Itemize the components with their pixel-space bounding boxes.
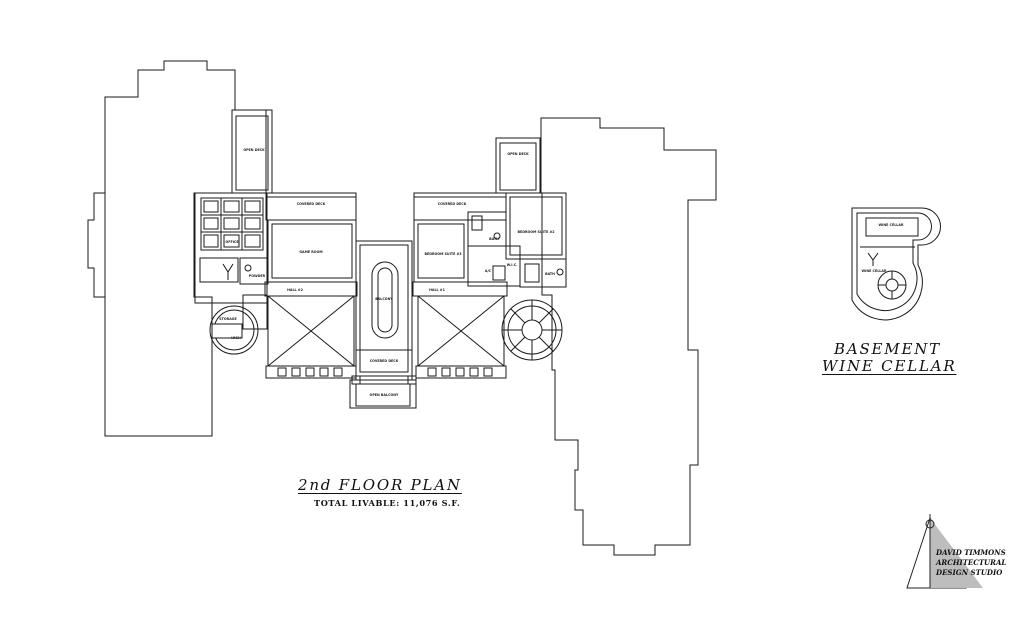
label-covered-deck-right: COVERED DECK bbox=[438, 202, 467, 206]
label-open-deck-left: OPEN DECK bbox=[243, 148, 265, 152]
label-wine-cellar-2: WINE CELLAR bbox=[862, 269, 887, 273]
hall-right bbox=[412, 281, 508, 297]
wine-cellar-title: WINE CELLAR bbox=[822, 357, 957, 375]
bedroom-suite-3 bbox=[413, 219, 469, 283]
label-high: HIGH bbox=[231, 336, 241, 340]
basement-title: BASEMENT bbox=[834, 340, 941, 358]
hall-left bbox=[264, 281, 358, 297]
balcony-pool bbox=[371, 261, 399, 339]
center-spine bbox=[355, 240, 413, 377]
label-open-deck-right: OPEN DECK bbox=[507, 152, 529, 156]
studio-name-line2: ARCHITECTURAL bbox=[936, 558, 1007, 567]
label-game-room: GAME ROOM bbox=[299, 250, 322, 254]
label-hall-left: HALL #2 bbox=[287, 288, 303, 292]
right-open-deck bbox=[495, 137, 541, 194]
label-covered-deck-center: COVERED DECK bbox=[370, 359, 399, 363]
label-bath-upper: BATH bbox=[489, 237, 499, 241]
total-livable-area: TOTAL LIVABLE: 11,076 S.F. bbox=[314, 498, 461, 508]
left-turret bbox=[209, 305, 259, 355]
right-wing-outline bbox=[540, 117, 717, 556]
bath-lower bbox=[519, 258, 567, 288]
floor-plan-title: 2nd FLOOR PLAN bbox=[298, 476, 462, 494]
powder-room bbox=[239, 257, 269, 285]
label-covered-deck-left: COVERED DECK bbox=[297, 202, 326, 206]
office-grid bbox=[200, 197, 264, 251]
label-bath-lower: BATH bbox=[545, 272, 555, 276]
label-bedroom-suite-3: BEDROOM SUITE #3 bbox=[424, 252, 462, 256]
studio-name: DAVID TIMMONS ARCHITECTURAL DESIGN STUDI… bbox=[936, 548, 1006, 578]
label-wic: W.I.C. bbox=[507, 263, 518, 267]
basement-outline bbox=[851, 207, 941, 321]
studio-logo-mark bbox=[906, 514, 983, 589]
label-bedroom-suite-2: BEDROOM SUITE #2 bbox=[517, 230, 554, 234]
studio-name-line1: DAVID TIMMONS bbox=[936, 548, 1006, 557]
label-storage: STORAGE bbox=[219, 317, 237, 321]
bedroom-suite-2 bbox=[505, 192, 567, 260]
label-ac: A/C bbox=[485, 269, 492, 273]
label-balcony: BALCONY bbox=[375, 297, 393, 301]
label-powder: POWDER bbox=[249, 274, 266, 278]
left-wing-bump bbox=[87, 192, 105, 298]
office-block bbox=[194, 192, 268, 304]
label-open-balcony: OPEN BALCONY bbox=[370, 393, 400, 397]
left-wing-outline bbox=[104, 60, 267, 437]
label-office: OFFICE bbox=[225, 240, 239, 244]
open-balcony bbox=[349, 379, 417, 409]
bath-upper bbox=[467, 211, 507, 247]
label-wine-cellar: WINE CELLAR bbox=[879, 223, 904, 227]
studio-name-line3: DESIGN STUDIO bbox=[936, 568, 1003, 577]
walk-in-closet bbox=[467, 245, 521, 287]
label-hall-right: HALL #1 bbox=[429, 288, 445, 292]
storage-left bbox=[199, 257, 239, 283]
